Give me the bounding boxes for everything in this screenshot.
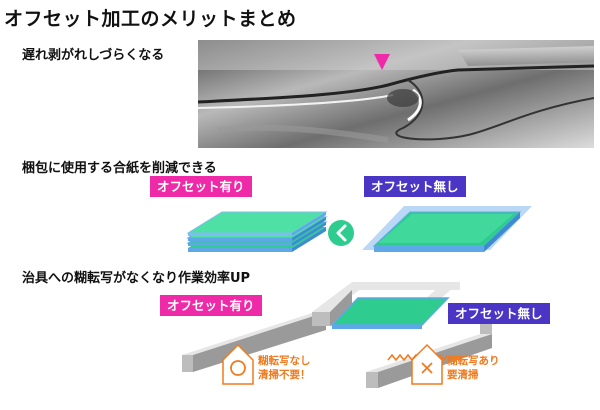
tag-without-offset-jig: オフセット無し bbox=[448, 303, 550, 324]
note-no-transfer: 糊転写なし 清掃不要！ bbox=[258, 354, 311, 382]
page-title: オフセット加工のメリットまとめ bbox=[4, 8, 297, 30]
house-cross-icon bbox=[411, 343, 443, 385]
pointer-marker-icon bbox=[374, 54, 390, 70]
chevron-left-icon bbox=[328, 220, 354, 246]
note-transfer-line2: 要清掃 bbox=[447, 369, 479, 381]
tag-with-offset: オフセット有り bbox=[150, 176, 252, 197]
note-transfer: 糊転写あり 要清掃 bbox=[447, 354, 500, 382]
note-transfer-line1: 糊転写あり bbox=[447, 355, 500, 367]
note-no-transfer-line2: 清掃不要！ bbox=[258, 369, 311, 381]
section-heading-delayed-peeling: 遅れ剥がれしづらくなる bbox=[22, 48, 165, 63]
tag-without-offset: オフセット無し bbox=[364, 176, 466, 197]
peeling-photo-image bbox=[198, 40, 594, 148]
house-circle-icon bbox=[222, 343, 254, 385]
stack-without-offset-icon bbox=[362, 206, 532, 252]
note-no-transfer-line1: 糊転写なし bbox=[258, 355, 311, 367]
section-heading-reduce-paper: 梱包に使用する合紙を削減できる bbox=[22, 161, 217, 176]
peeling-photo bbox=[198, 40, 594, 148]
tag-with-offset-jig: オフセット有り bbox=[160, 295, 262, 316]
stack-with-offset-icon bbox=[186, 211, 328, 252]
section-heading-no-glue-transfer: 治具への糊転写がなくなり作業効率UP bbox=[22, 271, 251, 286]
